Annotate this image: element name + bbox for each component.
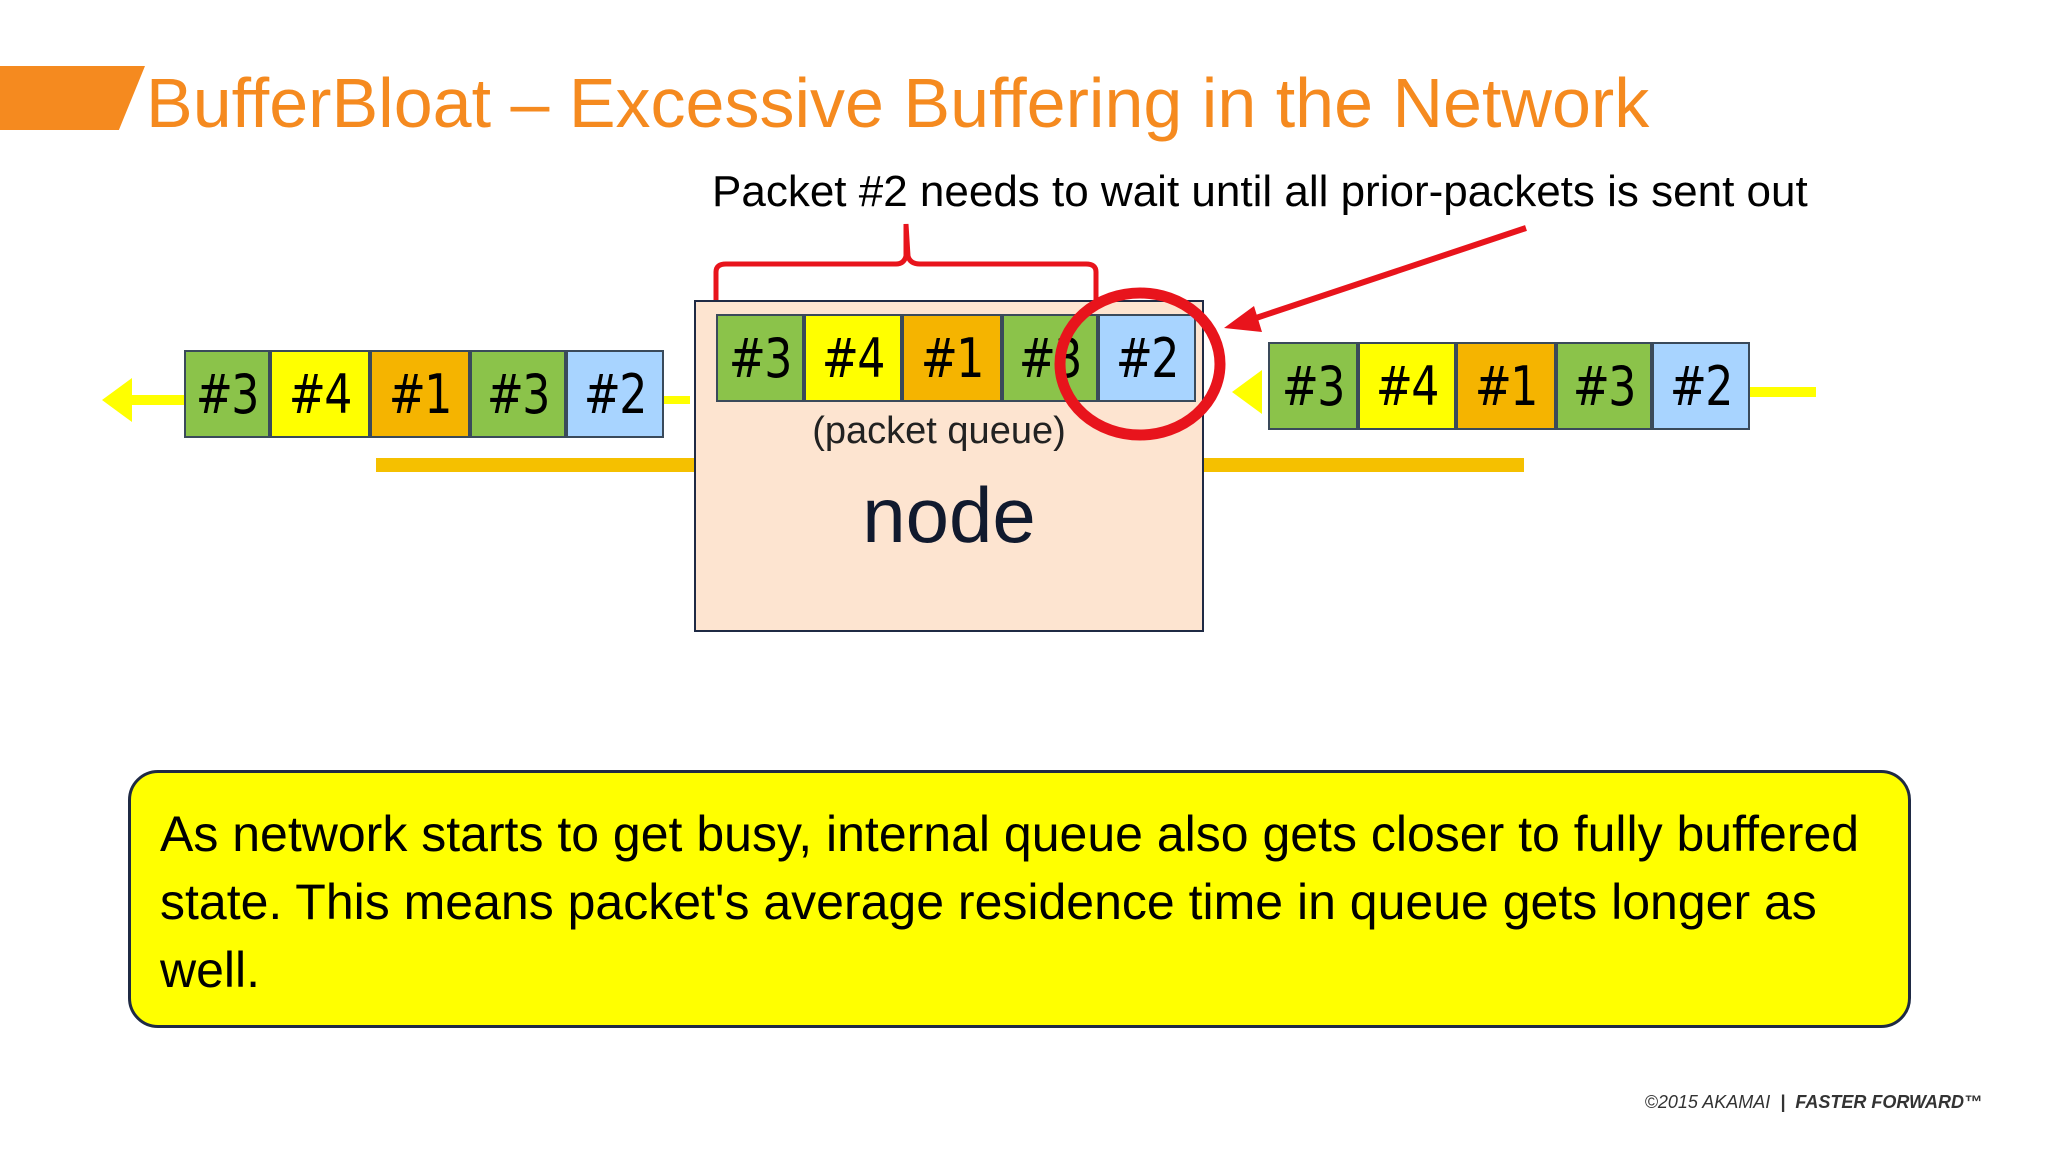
packet-block: #3 (1268, 342, 1358, 430)
pointer-arrow-line (1249, 225, 1527, 323)
packet-label: #2 (1115, 326, 1180, 390)
packet-block: #2 (566, 350, 664, 438)
packet-block: #4 (804, 314, 902, 402)
packet-label: #3 (195, 362, 260, 426)
packet-label: #4 (1375, 354, 1440, 418)
packet-block: #4 (270, 350, 370, 438)
packet-block: #1 (902, 314, 1002, 402)
queue-brace (713, 223, 1099, 302)
highlight-circle (1054, 287, 1226, 441)
packet-label: #2 (583, 362, 648, 426)
packet-label: #3 (1281, 354, 1346, 418)
message-text: As network starts to get busy, internal … (160, 806, 1860, 998)
packet-label: #1 (1474, 354, 1539, 418)
packet-block: #1 (370, 350, 470, 438)
packet-label: #4 (821, 326, 886, 390)
right-link-line (1202, 458, 1524, 472)
footer-tagline: FASTER FORWARD™ (1795, 1092, 1982, 1112)
incoming-packet-row: #3 #4 #1 #3 #2 (1268, 342, 1750, 430)
packet-label: #4 (288, 362, 353, 426)
footer-copyright: ©2015 AKAMAI (1644, 1092, 1771, 1112)
outgoing-arrow-head (102, 378, 132, 422)
packet-label: #3 (728, 326, 793, 390)
packet-block: #1 (1456, 342, 1556, 430)
queue-packet-row: #3 #4 #1 #3 #2 (716, 314, 1196, 402)
packet-label: #3 (486, 362, 551, 426)
packet-block: #3 (184, 350, 270, 438)
packet-block: #2 (1652, 342, 1750, 430)
node-label: node (862, 471, 1036, 559)
pointer-arrow-head (1224, 306, 1262, 332)
packet-block: #3 (1002, 314, 1098, 402)
packet-block: #3 (470, 350, 566, 438)
incoming-arrow-head (1232, 370, 1262, 414)
outgoing-packet-row: #3 #4 #1 #3 #2 (184, 350, 664, 438)
callout-text: Packet #2 needs to wait until all prior-… (712, 167, 1808, 216)
footer-separator: | (1780, 1092, 1786, 1112)
message-box (128, 770, 1911, 1028)
packet-queue-label: (packet queue) (812, 410, 1066, 452)
packet-block: #4 (1358, 342, 1456, 430)
slide-title: BufferBloat – Excessive Buffering in the… (146, 64, 1650, 142)
packet-label: #3 (1572, 354, 1637, 418)
packet-label: #1 (920, 326, 985, 390)
packet-label: #1 (388, 362, 453, 426)
footer: ©2015 AKAMAI | FASTER FORWARD™ (1645, 1092, 1982, 1113)
title-accent-tab (0, 66, 145, 130)
packet-label: #3 (1018, 326, 1083, 390)
packet-block: #3 (716, 314, 804, 402)
packet-label: #2 (1669, 354, 1734, 418)
left-link-line (376, 458, 696, 472)
packet-block: #3 (1556, 342, 1652, 430)
packet-block: #2 (1098, 314, 1196, 402)
